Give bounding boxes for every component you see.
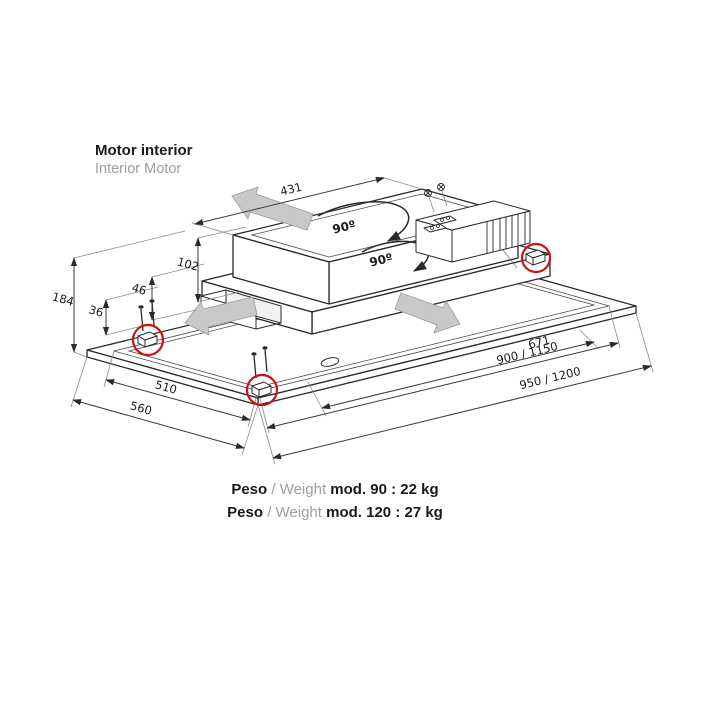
dimension-label-102: 102 bbox=[176, 254, 201, 273]
dimension-label-950-1200: 950 / 1200 bbox=[518, 364, 582, 392]
dimension-line-950-1200 bbox=[272, 364, 652, 460]
weight-row-mod120: Peso / Weight mod. 120 : 27 kg bbox=[110, 501, 560, 524]
weight-divider: / bbox=[267, 504, 272, 521]
weight-label-es: Peso bbox=[231, 481, 268, 498]
title-secondary: Interior Motor bbox=[95, 161, 182, 177]
weight-label-es: Peso bbox=[227, 504, 264, 521]
weight-label-en: Weight bbox=[275, 504, 322, 521]
title-primary: Motor interior bbox=[95, 142, 193, 159]
dimension-label-36: 36 bbox=[87, 302, 105, 319]
highlight-circle-1 bbox=[131, 323, 165, 357]
dimension-label-560: 560 bbox=[129, 398, 154, 417]
dimension-label-671: 671 bbox=[527, 333, 552, 352]
weight-row-mod90: Peso / Weight mod. 90 : 22 kg bbox=[110, 478, 560, 501]
power-supply-unit bbox=[415, 183, 531, 269]
weight-note: Peso / Weight mod. 90 : 22 kg Peso / Wei… bbox=[110, 478, 560, 524]
highlight-circle-3 bbox=[520, 242, 552, 274]
psu-mounting-bolts-icon bbox=[424, 183, 448, 213]
psu-vent-slots bbox=[486, 212, 526, 254]
weight-label-en: Weight bbox=[279, 481, 327, 498]
weight-value: mod. 90 : 22 kg bbox=[330, 481, 439, 498]
airflow-arrow-left-icon bbox=[184, 296, 258, 336]
weight-divider: / bbox=[271, 481, 276, 498]
dimension-label-46: 46 bbox=[130, 280, 148, 297]
dimension-line-431 bbox=[194, 176, 385, 226]
dimension-label-431: 431 bbox=[279, 180, 304, 199]
psu-terminal-blocks bbox=[423, 215, 457, 233]
diagram-title: Motor interior Interior Motor bbox=[95, 142, 193, 178]
highlight-circle-2 bbox=[245, 373, 279, 407]
dimension-label-184: 184 bbox=[51, 289, 76, 308]
dimension-label-510: 510 bbox=[154, 377, 179, 396]
dimension-lines bbox=[70, 176, 652, 460]
rotation-label-b: 90º bbox=[368, 250, 394, 269]
dimension-line-560 bbox=[72, 399, 245, 449]
weight-value: mod. 120 : 27 kg bbox=[326, 504, 443, 521]
airflow-arrow-down-right-icon bbox=[394, 292, 461, 334]
